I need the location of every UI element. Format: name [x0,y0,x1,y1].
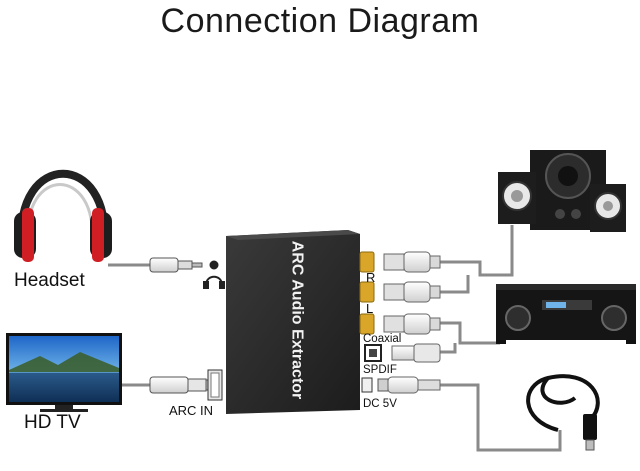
amplifier-icon [496,284,636,344]
headphones-icon [14,169,112,262]
dc5v-label: DC 5V [363,398,397,410]
dc-wire [440,383,562,452]
rca-r-wire [440,225,514,277]
dc-plug-icon [377,376,441,394]
arc-in-label: ARC IN [169,403,214,418]
headset-label: Headset [14,270,85,291]
audio-jack-icon [149,257,203,273]
diagram-title: Connection Diagram [160,2,480,40]
coaxial-label: Coaxial [363,333,402,345]
rca-plug-l-icon [383,281,441,303]
rca-plug-coaxial-icon [383,313,441,335]
speakers-icon [498,150,626,232]
device-name-text: ARC Audio Extractor [288,240,305,399]
wires [108,225,562,452]
usb-cable-icon [526,374,600,451]
tv-icon [6,333,122,412]
hdmi-plug-icon [149,376,215,394]
headphone-port-icon [203,260,225,289]
spdif-plug-icon [391,343,441,363]
left-channel-label: L [366,301,374,316]
spdif-port-icon [364,344,382,362]
arc-audio-extractor-device [207,230,375,414]
device-name: ARC Audio Extractor [236,232,356,407]
spdif-wire [440,343,457,354]
right-channel-label: R [366,270,376,285]
rca-plug-r-icon [383,251,441,273]
rca-l-wire [440,275,470,294]
coaxial-wire [440,321,500,345]
hdtv-label: HD TV [24,412,81,433]
spdif-label: SPDIF [363,364,397,376]
